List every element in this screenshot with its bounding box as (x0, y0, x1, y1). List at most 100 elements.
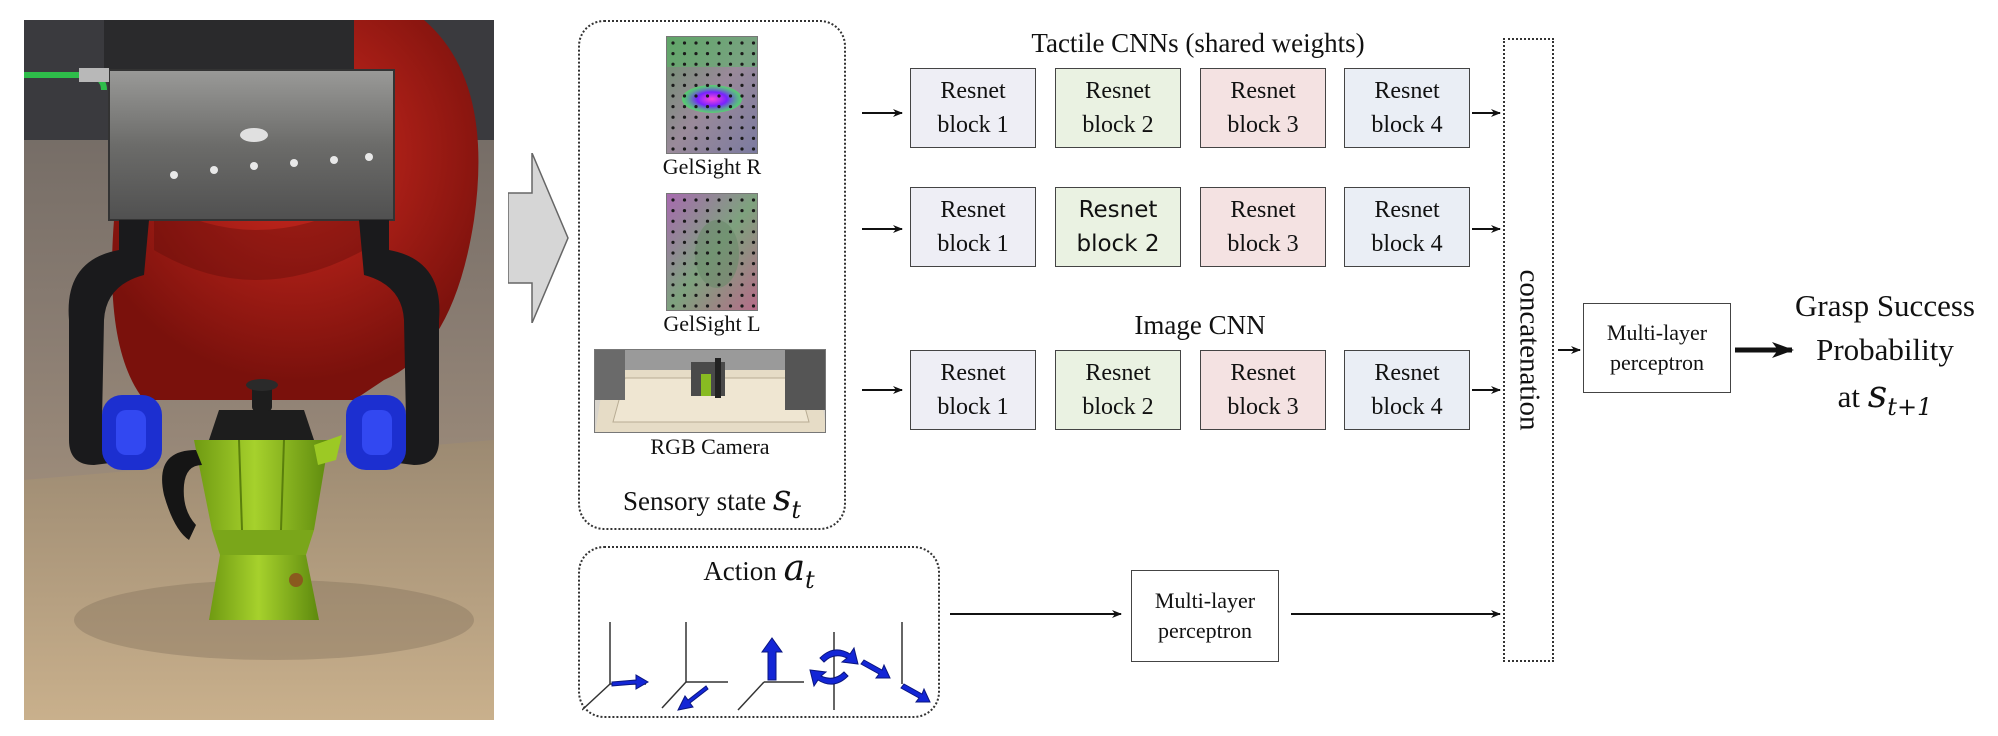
action-subscript: t (805, 566, 815, 594)
flow-chevron-icon (508, 153, 569, 323)
marker-dot (740, 283, 744, 287)
marker-dot (705, 52, 710, 56)
mlp-bottom-box: Multi-layer perceptron (1131, 570, 1279, 662)
marker-dot (705, 147, 710, 151)
marker-dot (751, 94, 756, 98)
block-line-1: Resnet (940, 78, 1006, 104)
gelsight-r-caption: GelSight R (662, 154, 762, 179)
block-line-1: Resnet (1230, 78, 1296, 104)
block-line-2: block 2 (1082, 112, 1154, 138)
marker-dot (694, 52, 698, 56)
block-line-1: Resnet (1085, 360, 1151, 386)
marker-dot (694, 304, 698, 308)
marker-dot (751, 240, 756, 244)
marker-dot (671, 115, 675, 119)
axis-1-depth (582, 683, 611, 711)
marker-dot (682, 147, 687, 151)
mlp-top-line-2: perceptron (1609, 350, 1705, 375)
marker-dot (682, 304, 687, 308)
marker-dot (751, 62, 756, 66)
marker-dot (751, 126, 756, 130)
marker-dot (682, 73, 687, 77)
marker-dot (682, 230, 687, 234)
marker-dot (671, 272, 675, 276)
marker-dot (740, 198, 744, 202)
marker-dot (740, 41, 744, 45)
marker-dot (740, 115, 744, 119)
marker-dot (751, 293, 756, 297)
marker-dot (694, 198, 698, 202)
block-line-1: Resnet (940, 360, 1006, 386)
marker-dot (705, 198, 710, 202)
marker-dot (740, 52, 744, 56)
marker-dot (717, 136, 721, 140)
grasp-success-output: Grasp Success Probability at st+1 (1772, 284, 1998, 421)
marker-dot (740, 209, 744, 213)
marker-dot (705, 293, 710, 297)
marker-dot (728, 115, 733, 119)
marker-dot (751, 272, 756, 276)
block-line-1: Resnet (1230, 360, 1296, 386)
marker-dot (751, 41, 756, 45)
marker-dot (751, 52, 756, 56)
marker-dot (694, 240, 698, 244)
tactile-cnn-title: Tactile CNNs (shared weights) (1031, 28, 1365, 58)
block-line-1: Resnet (1374, 197, 1440, 223)
tactile-r-resnet-block-2: Resnet block 2 (1055, 68, 1181, 148)
output-line-1: Grasp Success (1795, 288, 1975, 323)
marker-dot (751, 283, 756, 287)
marker-dot (728, 272, 733, 276)
gelsight-l-caption: GelSight L (663, 311, 761, 336)
marker-dot (717, 115, 721, 119)
marker-dot (717, 126, 721, 130)
marker-dot (717, 304, 721, 308)
marker-dot (740, 219, 744, 223)
marker-dot (717, 251, 721, 255)
sensory-state-text: Sensory state (622, 486, 767, 516)
diagonal-arrow-2-icon (900, 683, 931, 703)
marker-dot (740, 272, 744, 276)
action-label: Action at (578, 548, 940, 594)
marker-dot (717, 219, 721, 223)
marker-dot (705, 209, 710, 213)
block-line-1: Resnet (1085, 78, 1151, 104)
marker-dot (728, 147, 733, 151)
rgb-camera-image (594, 349, 826, 433)
marker-dot (740, 240, 744, 244)
marker-dot (728, 41, 733, 45)
marker-dot (694, 219, 698, 223)
mlp-top-box: Multi-layer perceptron (1583, 303, 1731, 393)
marker-dot (682, 94, 687, 98)
axis-2-depth (661, 681, 687, 709)
marker-dot (751, 198, 756, 202)
marker-dot (682, 209, 687, 213)
marker-dot (717, 262, 721, 266)
marker-dot (740, 230, 744, 234)
marker-dot (694, 105, 698, 109)
mlp-bottom-line-1: Multi-layer (1154, 588, 1256, 613)
marker-dot (682, 198, 687, 202)
marker-dot (671, 83, 675, 87)
block-line-2: block 4 (1371, 112, 1443, 138)
marker-dot (751, 105, 756, 109)
marker-dot (751, 219, 756, 223)
marker-dot (728, 83, 733, 87)
rgb-camera-caption: RGB Camera (650, 434, 770, 459)
mlp-top-line-1: Multi-layer (1606, 320, 1708, 345)
marker-dot (728, 126, 733, 130)
marker-dot (740, 126, 744, 130)
robot-gripper-illustration (24, 20, 494, 720)
marker-dot (705, 262, 710, 266)
marker-dot (694, 136, 698, 140)
block-line-2: block 2 (1076, 231, 1160, 257)
marker-dot (740, 293, 744, 297)
marker-dot (705, 115, 710, 119)
marker-dot (682, 62, 687, 66)
